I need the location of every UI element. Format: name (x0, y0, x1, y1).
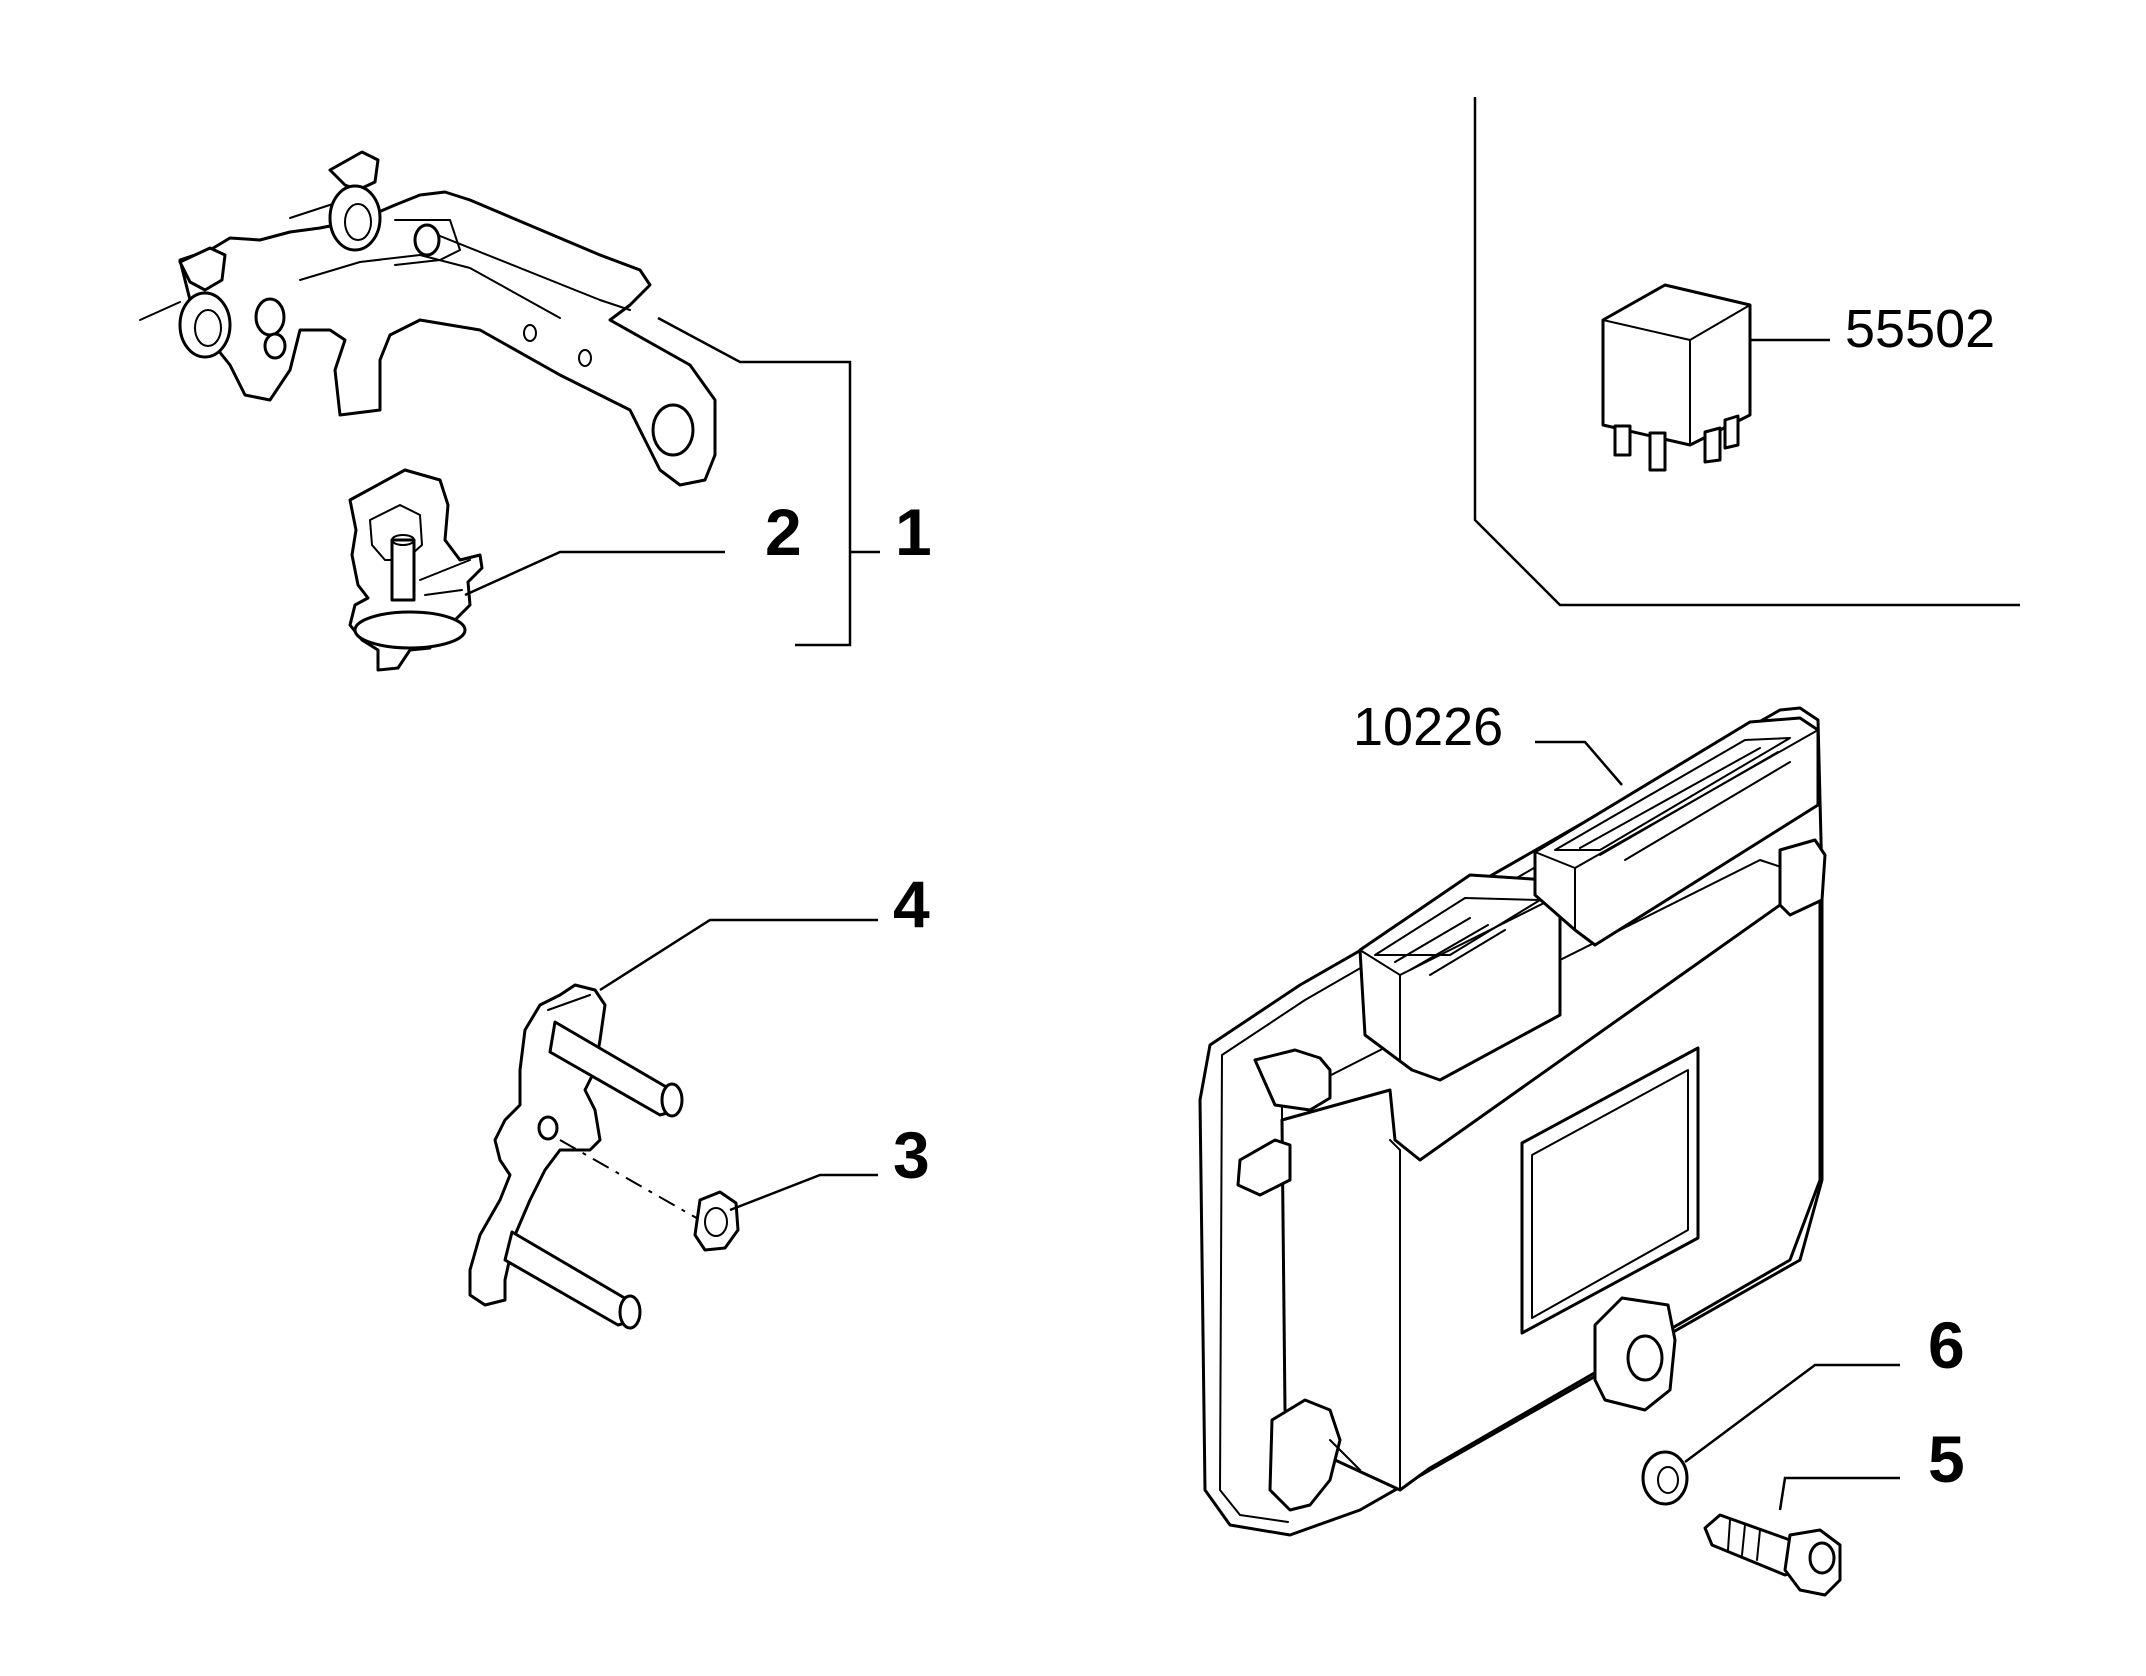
bolt-part-5 (1703, 1513, 1842, 1597)
callout-1: 1 (895, 495, 932, 569)
callout-6: 6 (1928, 1308, 1965, 1382)
callout-3: 3 (893, 1118, 930, 1192)
stud-plate-part-4 (468, 983, 684, 1330)
washer-part-6 (1641, 1450, 1689, 1506)
clip-part-2 (348, 468, 484, 672)
callout-55502: 55502 (1845, 299, 1995, 359)
inset-frame (1473, 97, 2020, 607)
bracket-part-1 (139, 150, 717, 487)
callout-4: 4 (893, 867, 930, 941)
nut-part-3 (559, 1139, 740, 1252)
callout-5: 5 (1928, 1422, 1965, 1496)
callout-10226: 10226 (1353, 697, 1503, 757)
relay-55502 (1601, 283, 1752, 472)
ecu-10226 (1198, 706, 1827, 1537)
callout-2: 2 (765, 495, 802, 569)
leader-lines (464, 316, 1900, 1511)
